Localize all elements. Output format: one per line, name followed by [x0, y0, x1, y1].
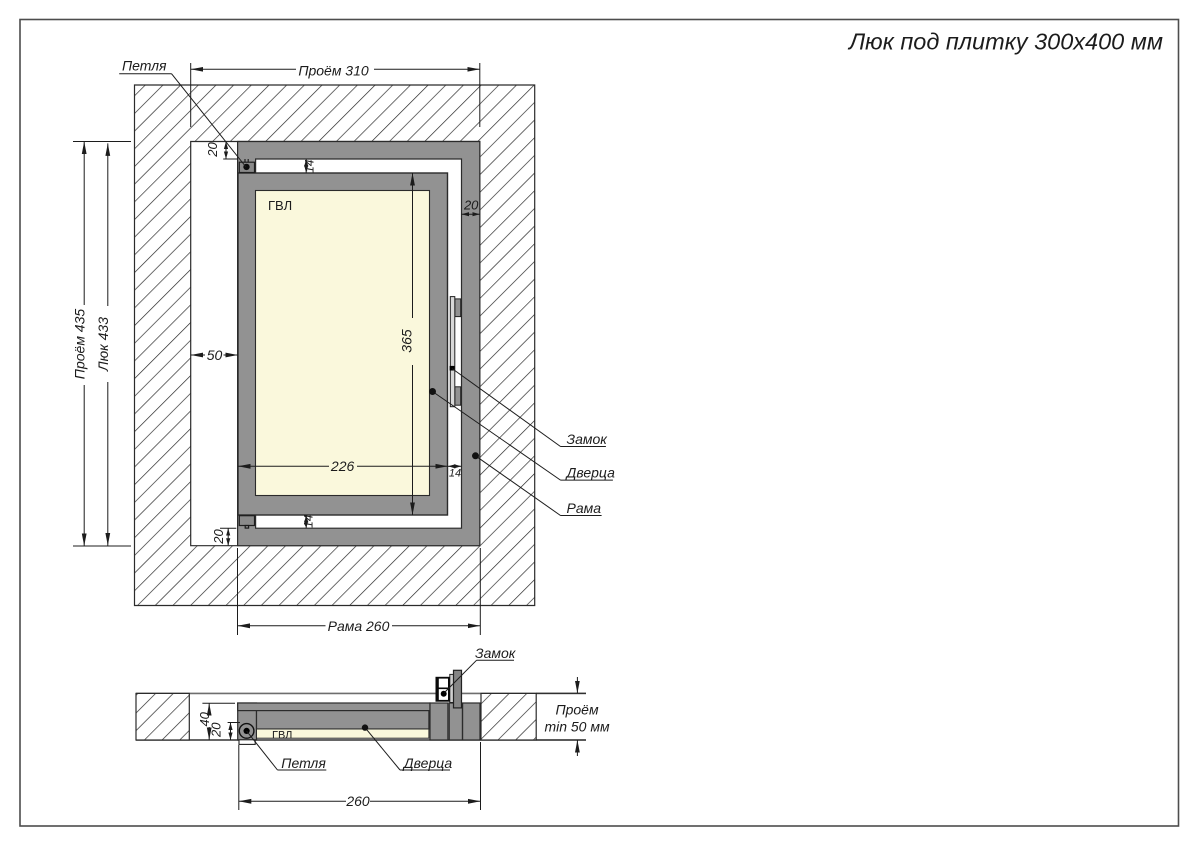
svg-text:Проём 310: Проём 310 — [298, 62, 369, 78]
svg-text:Проём 435: Проём 435 — [72, 309, 88, 380]
svg-text:ГВЛ: ГВЛ — [268, 198, 292, 213]
svg-text:Петля: Петля — [122, 58, 167, 74]
svg-text:14: 14 — [449, 468, 461, 480]
svg-text:40: 40 — [197, 711, 212, 726]
svg-text:Замок: Замок — [475, 645, 517, 661]
svg-text:20: 20 — [209, 722, 224, 738]
svg-text:Рама: Рама — [567, 500, 602, 516]
svg-text:Замок: Замок — [567, 431, 609, 447]
svg-text:Проём: Проём — [555, 702, 599, 718]
svg-text:Люк 433: Люк 433 — [95, 317, 111, 372]
svg-text:Дверца: Дверца — [402, 755, 453, 771]
svg-text:ГВЛ: ГВЛ — [272, 730, 292, 742]
svg-text:20: 20 — [463, 198, 479, 213]
svg-text:226: 226 — [330, 458, 355, 474]
svg-text:Люк под плитку 300х400 мм: Люк под плитку 300х400 мм — [847, 29, 1163, 55]
svg-text:Петля: Петля — [281, 755, 326, 771]
svg-text:Рама 260: Рама 260 — [328, 618, 390, 634]
svg-text:14: 14 — [302, 514, 316, 528]
svg-text:min 50 мм: min 50 мм — [544, 719, 610, 735]
svg-text:50: 50 — [207, 347, 223, 363]
svg-text:14: 14 — [303, 159, 317, 173]
svg-text:260: 260 — [345, 793, 370, 809]
svg-text:Дверца: Дверца — [565, 465, 616, 481]
svg-text:365: 365 — [399, 329, 415, 353]
svg-text:20: 20 — [205, 142, 220, 158]
svg-text:20: 20 — [211, 529, 226, 545]
